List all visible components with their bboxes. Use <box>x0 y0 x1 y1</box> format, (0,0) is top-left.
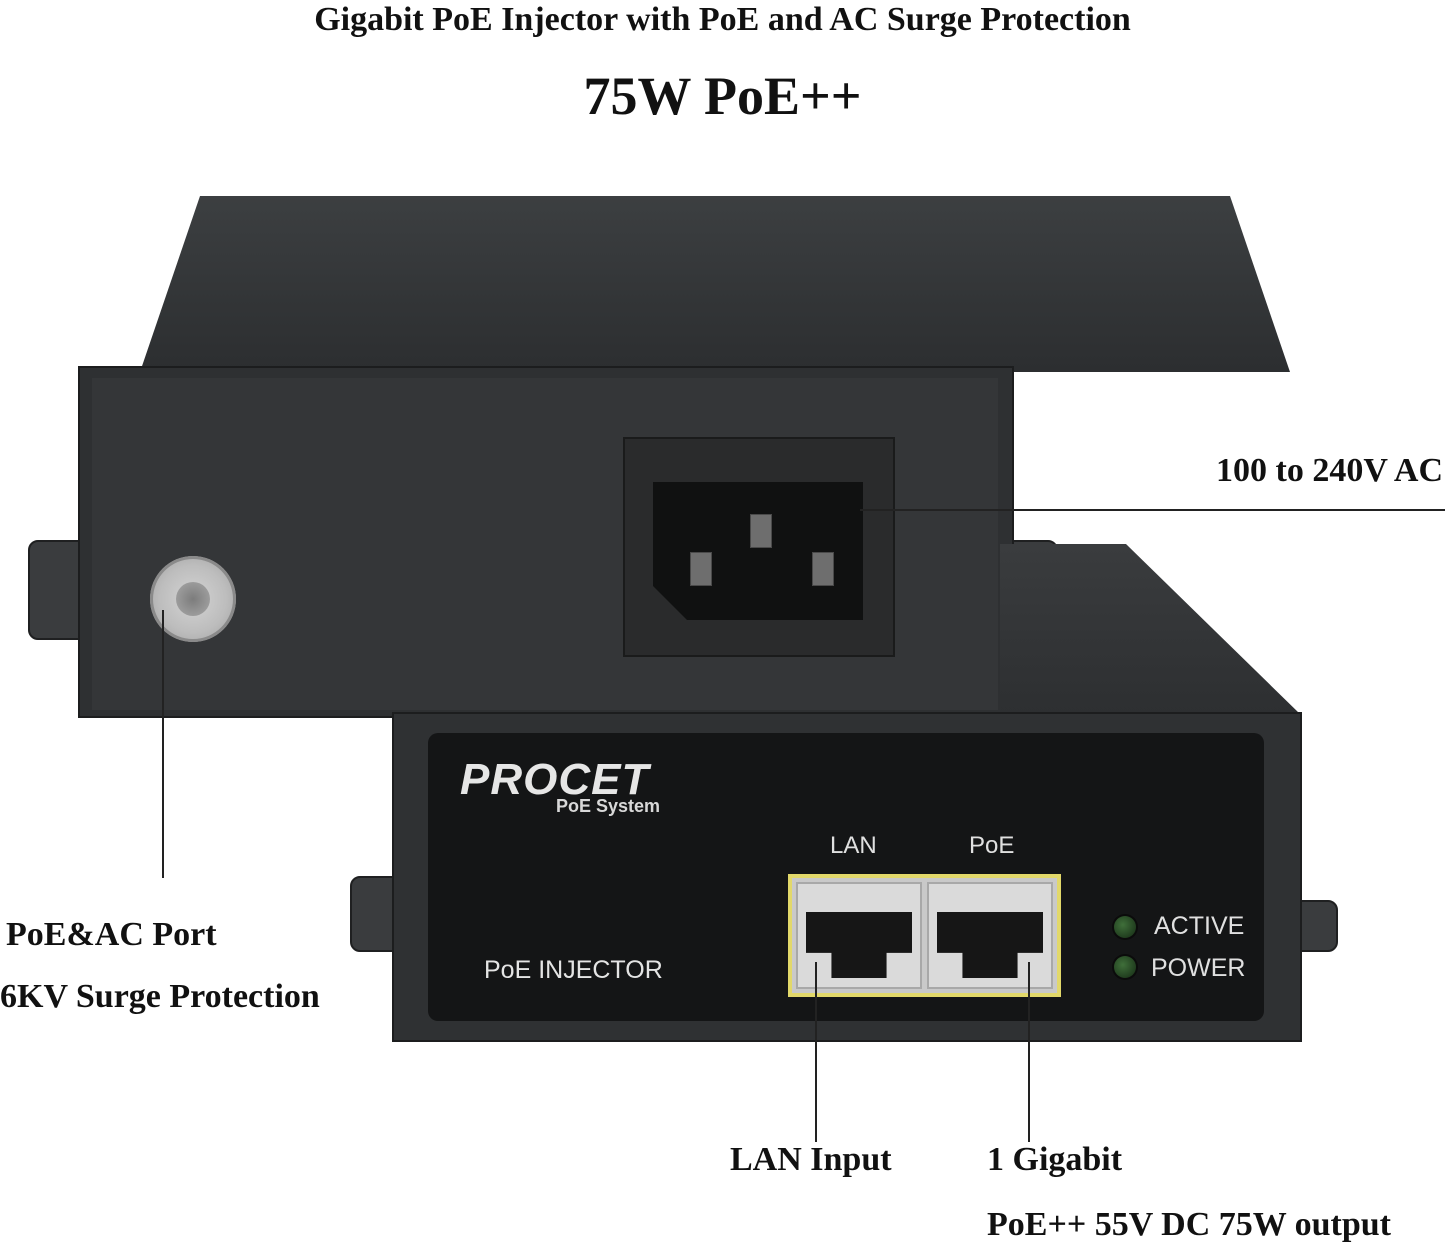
ac-inlet-socket-icon <box>653 482 863 620</box>
lan-leader-line <box>815 962 817 1142</box>
surge-protection-callout: 6KV Surge Protection <box>0 978 320 1015</box>
lan-port-label: LAN <box>830 832 877 859</box>
power-led-icon <box>1114 956 1136 978</box>
active-indicator-label: ACTIVE <box>1154 912 1245 940</box>
brand-tagline: PoE System <box>556 796 661 816</box>
poe-ac-port-callout: PoE&AC Port <box>6 916 217 953</box>
ac-pin-earth-icon <box>750 514 772 548</box>
brand-logo: PROCET <box>460 755 650 804</box>
subtitle-heading: Gigabit PoE Injector with PoE and AC Sur… <box>314 1 1131 38</box>
ac-leader-line <box>860 509 1445 511</box>
power-indicator-label: POWER <box>1151 954 1246 982</box>
active-led-icon <box>1114 916 1136 938</box>
page-title: 75W PoE++ <box>583 66 862 126</box>
front-unit-top <box>1000 544 1300 714</box>
gigabit-callout: 1 Gigabit <box>987 1141 1123 1178</box>
back-unit-top <box>140 196 1290 372</box>
ground-screw-icon <box>150 556 236 642</box>
poe-port-label: PoE <box>969 832 1015 859</box>
panel-title: PoE INJECTOR <box>484 956 663 984</box>
ac-pin-neutral-icon <box>812 552 834 586</box>
poe-leader-line <box>1028 962 1030 1142</box>
ac-pin-live-icon <box>690 552 712 586</box>
poe-output-callout: PoE++ 55V DC 75W output <box>987 1206 1391 1243</box>
ac-input-callout: 100 to 240V AC <box>1216 452 1443 489</box>
front-flange-right <box>1298 900 1338 952</box>
port-leader-line <box>162 610 164 878</box>
lan-input-callout: LAN Input <box>730 1141 892 1178</box>
